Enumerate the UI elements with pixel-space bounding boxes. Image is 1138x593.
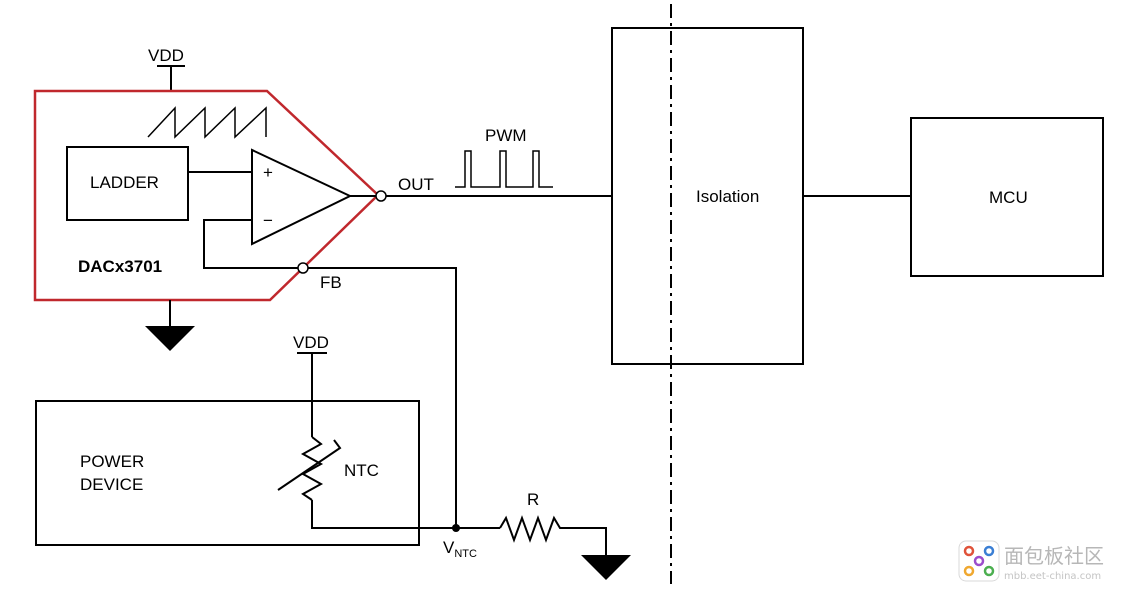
watermark-subtext: mbb.eet-china.com bbox=[1004, 571, 1101, 582]
dac-name-label: DACx3701 bbox=[78, 257, 162, 276]
r-ground-symbol bbox=[581, 555, 631, 580]
feedback-inner-wire bbox=[203, 219, 303, 269]
vdd-bottom-supply bbox=[297, 352, 327, 437]
ntc-to-node-wire bbox=[311, 500, 500, 529]
sawtooth-waveform bbox=[147, 106, 267, 139]
vdd-top-label: VDD bbox=[148, 46, 184, 65]
ladder-block bbox=[66, 146, 189, 221]
vdd-bottom-label: VDD bbox=[293, 333, 329, 352]
mcu-label: MCU bbox=[989, 188, 1028, 207]
comparator-opamp bbox=[251, 148, 353, 246]
dac-ground-symbol bbox=[145, 300, 195, 351]
watermark-text: 面包板社区 bbox=[1004, 544, 1104, 568]
vntc-node-dot bbox=[452, 524, 460, 532]
watermark-logo-icon bbox=[958, 540, 1000, 582]
r-label: R bbox=[527, 490, 539, 509]
power-device-label-line2: DEVICE bbox=[80, 475, 143, 494]
fb-label: FB bbox=[320, 273, 342, 292]
pwm-label: PWM bbox=[485, 126, 527, 145]
ntc-label: NTC bbox=[344, 461, 379, 480]
isolation-block bbox=[611, 27, 804, 365]
r-resistor bbox=[499, 515, 607, 555]
fb-pin bbox=[297, 262, 309, 274]
opamp-plus-sign: + bbox=[263, 163, 273, 182]
mcu-block bbox=[910, 117, 1104, 277]
vntc-subscript-text: NTC bbox=[454, 548, 477, 560]
power-device-block bbox=[35, 400, 420, 546]
watermark: 面包板社区 mbb.eet-china.com bbox=[958, 540, 1104, 582]
vntc-label: VNTC bbox=[443, 538, 477, 560]
opamp-minus-sign: − bbox=[263, 211, 273, 230]
pwm-waveform bbox=[455, 150, 553, 188]
out-label: OUT bbox=[398, 175, 434, 194]
ntc-thermal-arrow bbox=[277, 439, 342, 491]
ladder-label: LADDER bbox=[90, 173, 159, 192]
vntc-main-text: V bbox=[443, 538, 455, 557]
dac-chip-outline bbox=[33, 89, 380, 302]
out-pin bbox=[375, 190, 387, 202]
power-device-label-line1: POWER bbox=[80, 452, 144, 471]
ntc-resistor bbox=[300, 436, 324, 501]
vdd-top-supply bbox=[157, 65, 185, 90]
feedback-outer-wire bbox=[308, 267, 457, 528]
isolation-label: Isolation bbox=[696, 187, 759, 206]
